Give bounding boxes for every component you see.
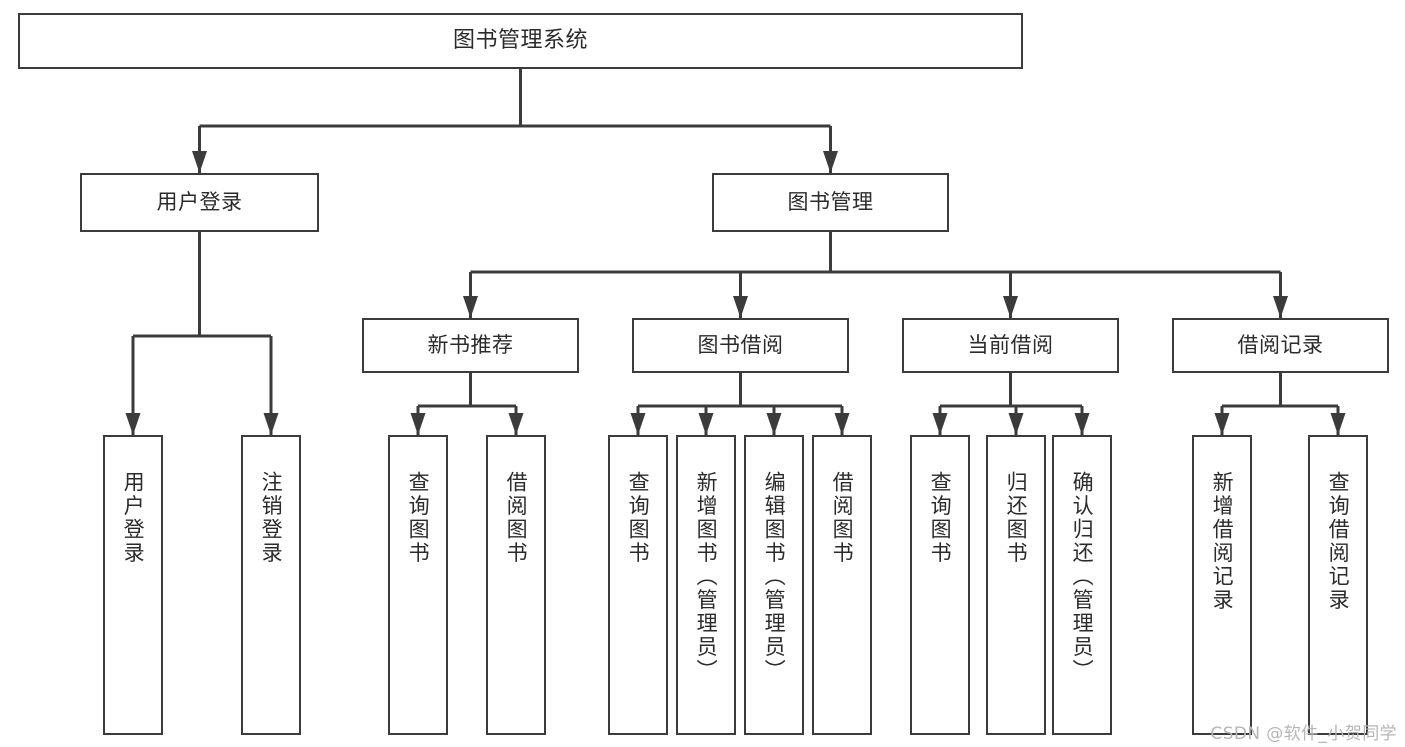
- node-book-manage-label: 图书管理: [787, 190, 874, 215]
- node-leaf-query-record-label: 查询借阅记录: [1326, 471, 1351, 612]
- node-leaf-query-book-3[interactable]: 查询图书: [910, 435, 970, 735]
- node-leaf-confirm-return[interactable]: 确认归还（管理员）: [1052, 435, 1112, 735]
- node-leaf-query-book-2-label: 查询图书: [626, 471, 651, 565]
- arrowhead-icon: [410, 413, 426, 435]
- node-leaf-query-book-1[interactable]: 查询图书: [388, 435, 448, 735]
- node-leaf-borrow-book-1-label: 借阅图书: [504, 471, 529, 565]
- node-leaf-return-book-label: 归还图书: [1004, 471, 1029, 565]
- node-root[interactable]: 图书管理系统: [18, 13, 1023, 69]
- node-book-borrow-label: 图书借阅: [697, 333, 784, 358]
- arrowhead-icon: [834, 413, 850, 435]
- node-new-book-rec-label: 新书推荐: [427, 333, 514, 358]
- arrowhead-icon: [630, 413, 646, 435]
- arrowhead-icon: [1330, 413, 1346, 435]
- node-leaf-add-record-label: 新增借阅记录: [1210, 471, 1235, 612]
- node-current-borrow-label: 当前借阅: [967, 333, 1054, 358]
- arrowhead-icon: [1214, 413, 1230, 435]
- node-leaf-edit-book[interactable]: 编辑图书（管理员）: [744, 435, 804, 735]
- node-leaf-user-login-label: 用户登录: [121, 471, 146, 565]
- node-current-borrow[interactable]: 当前借阅: [902, 318, 1119, 373]
- arrowhead-icon: [263, 413, 279, 435]
- arrowhead-icon: [698, 413, 714, 435]
- node-leaf-add-book-label: 新增图书（管理员）: [694, 471, 719, 683]
- node-borrow-record-label: 借阅记录: [1237, 333, 1324, 358]
- node-leaf-user-login[interactable]: 用户登录: [103, 435, 163, 735]
- watermark-text: CSDN @软件_小贺同学: [1210, 724, 1397, 744]
- arrowhead-icon: [1003, 296, 1018, 318]
- node-leaf-query-record[interactable]: 查询借阅记录: [1308, 435, 1368, 735]
- arrowhead-icon: [192, 151, 207, 173]
- arrowhead-icon: [733, 296, 748, 318]
- node-leaf-return-book[interactable]: 归还图书: [986, 435, 1046, 735]
- node-leaf-query-book-2[interactable]: 查询图书: [608, 435, 668, 735]
- node-leaf-logout[interactable]: 注销登录: [241, 435, 301, 735]
- node-user-login-label: 用户登录: [156, 190, 243, 215]
- node-leaf-query-book-3-label: 查询图书: [928, 471, 953, 565]
- arrowhead-icon: [823, 151, 838, 173]
- node-root-label: 图书管理系统: [452, 28, 588, 54]
- node-leaf-add-book[interactable]: 新增图书（管理员）: [676, 435, 736, 735]
- node-new-book-rec[interactable]: 新书推荐: [362, 318, 579, 373]
- arrowhead-icon: [463, 296, 478, 318]
- node-leaf-borrow-book-2-label: 借阅图书: [830, 471, 855, 565]
- arrowhead-icon: [766, 413, 782, 435]
- node-leaf-borrow-book-2[interactable]: 借阅图书: [812, 435, 872, 735]
- arrowhead-icon: [1074, 413, 1090, 435]
- node-user-login[interactable]: 用户登录: [80, 173, 319, 232]
- arrowhead-icon: [1273, 296, 1288, 318]
- node-leaf-borrow-book-1[interactable]: 借阅图书: [486, 435, 546, 735]
- node-leaf-confirm-return-label: 确认归还（管理员）: [1070, 471, 1095, 683]
- arrowhead-icon: [508, 413, 524, 435]
- node-leaf-add-record[interactable]: 新增借阅记录: [1192, 435, 1252, 735]
- arrowhead-icon: [1008, 413, 1024, 435]
- node-borrow-record[interactable]: 借阅记录: [1172, 318, 1389, 373]
- node-book-borrow[interactable]: 图书借阅: [632, 318, 849, 373]
- node-book-manage[interactable]: 图书管理: [712, 173, 949, 232]
- node-leaf-query-book-1-label: 查询图书: [406, 471, 431, 565]
- node-leaf-edit-book-label: 编辑图书（管理员）: [762, 471, 787, 683]
- arrowhead-icon: [932, 413, 948, 435]
- arrowhead-icon: [125, 413, 141, 435]
- node-leaf-logout-label: 注销登录: [259, 471, 284, 565]
